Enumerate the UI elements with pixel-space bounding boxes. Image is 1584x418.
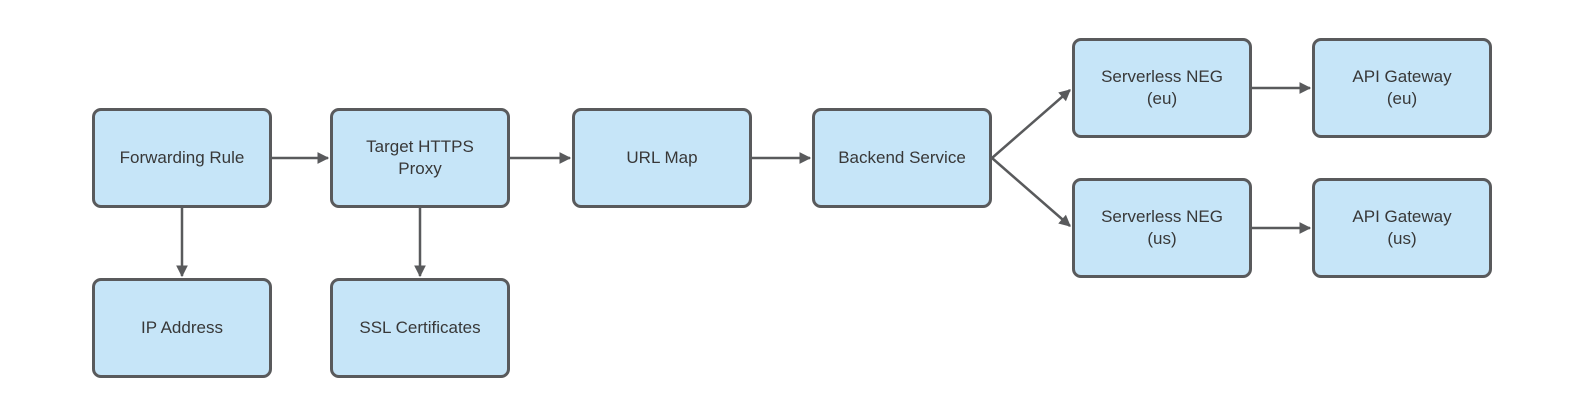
node-ssl-certificates: SSL Certificates — [330, 278, 510, 378]
node-url-map: URL Map — [572, 108, 752, 208]
node-label: IP Address — [141, 318, 223, 337]
node-label: API Gateway — [1352, 207, 1452, 226]
node-ip-address: IP Address — [92, 278, 272, 378]
node-serverless-neg-eu: Serverless NEG (eu) — [1072, 38, 1252, 138]
node-api-gateway-eu: API Gateway (eu) — [1312, 38, 1492, 138]
node-label: Serverless NEG — [1101, 207, 1223, 226]
node-label: Target HTTPS — [366, 137, 474, 156]
node-label: Serverless NEG — [1101, 67, 1223, 86]
node-label: (us) — [1147, 229, 1177, 248]
node-forwarding-rule: Forwarding Rule — [92, 108, 272, 208]
node-label: URL Map — [626, 148, 698, 167]
node-serverless-neg-us: Serverless NEG (us) — [1072, 178, 1252, 278]
node-target-https-proxy: Target HTTPS Proxy — [330, 108, 510, 208]
node-label: (eu) — [1386, 89, 1418, 108]
node-label: SSL Certificates — [359, 318, 481, 337]
edge-backend-service-to-serverless-neg-eu — [991, 89, 1071, 159]
node-label: Forwarding Rule — [119, 148, 245, 167]
node-api-gateway-us: API Gateway (us) — [1312, 178, 1492, 278]
node-label: Proxy — [398, 159, 442, 178]
node-label: (eu) — [1146, 89, 1178, 108]
edge-backend-service-to-serverless-neg-us — [991, 157, 1071, 227]
node-label: API Gateway — [1352, 67, 1452, 86]
node-backend-service: Backend Service — [812, 108, 992, 208]
node-label: (us) — [1387, 229, 1417, 248]
node-label: Backend Service — [838, 148, 966, 167]
